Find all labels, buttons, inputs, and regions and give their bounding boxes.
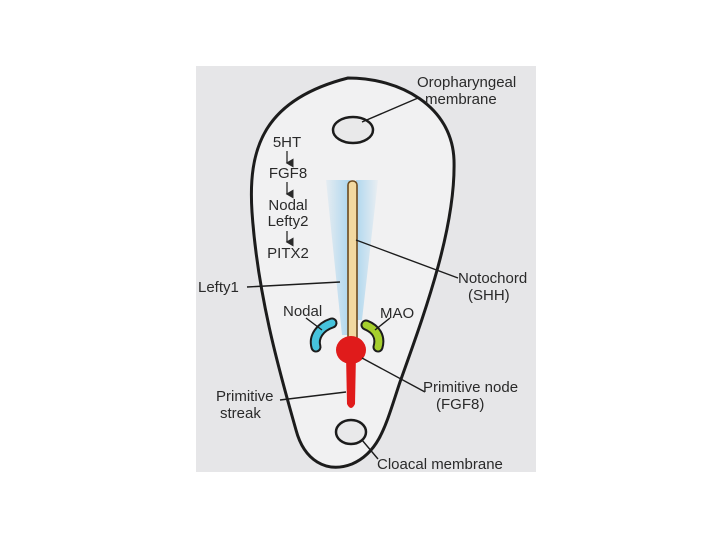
primitive-streak-label-1: Primitive <box>216 388 274 405</box>
notochord-label-2: (SHH) <box>468 287 510 304</box>
cascade-lefty2: Lefty2 <box>268 213 309 230</box>
primitive-streak-label-2: streak <box>220 405 261 422</box>
mao-label: MAO <box>380 305 414 322</box>
oropharyngeal-label-2: membrane <box>425 91 497 108</box>
primitive-node-label-1: Primitive node <box>423 379 518 396</box>
cascade-5ht: 5HT <box>273 134 301 151</box>
notochord <box>348 181 357 343</box>
oropharyngeal-membrane <box>333 117 373 143</box>
cloacal-label: Cloacal membrane <box>377 456 503 473</box>
lefty1-label: Lefty1 <box>198 279 239 296</box>
cascade-nodal: Nodal <box>268 197 307 214</box>
cascade-fgf8: FGF8 <box>269 165 307 182</box>
primitive-node <box>336 336 366 364</box>
cascade-pitx2: PITX2 <box>267 245 309 262</box>
oropharyngeal-label-1: Oropharyngeal <box>417 74 516 91</box>
nodal-label: Nodal <box>283 303 322 320</box>
cloacal-membrane <box>336 420 366 444</box>
primitive-node-label-2: (FGF8) <box>436 396 484 413</box>
notochord-label-1: Notochord <box>458 270 527 287</box>
